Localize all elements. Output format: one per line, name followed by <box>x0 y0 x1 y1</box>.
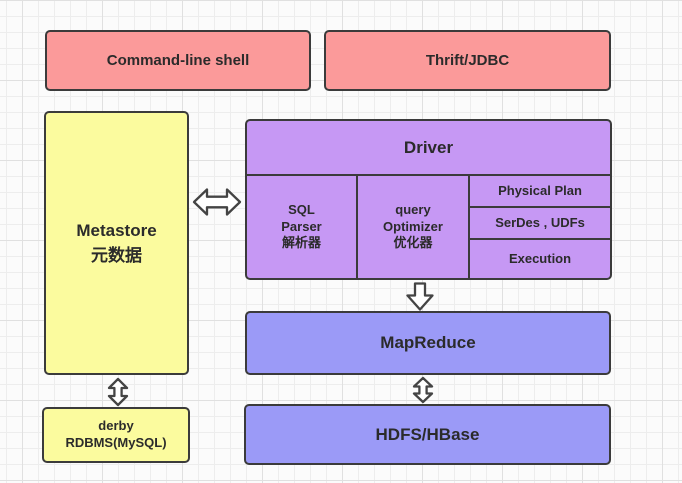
physical-plan-cell: Physical Plan <box>470 176 610 208</box>
command-line-shell-label: Command-line shell <box>106 52 250 69</box>
hdfs-hbase-label: HDFS/HBase <box>375 424 480 444</box>
query-optimizer-line2: Optimizer <box>383 218 443 234</box>
query-optimizer-line3: 优化器 <box>393 235 433 251</box>
query-optimizer-label: query Optimizer 优化器 <box>383 202 443 253</box>
derby-rdbms-box: derby RDBMS(MySQL) <box>42 407 190 463</box>
physical-plan-label: Physical Plan <box>498 182 582 198</box>
hdfs-hbase-box: HDFS/HBase <box>244 404 611 465</box>
thrift-jdbc-box: Thrift/JDBC <box>324 30 611 91</box>
serdes-udfs-cell: SerDes , UDFs <box>470 208 610 240</box>
thrift-jdbc-label: Thrift/JDBC <box>425 52 510 69</box>
metastore-label-line1: Metastore <box>76 220 157 240</box>
execution-cell: Execution <box>470 240 610 278</box>
serdes-udfs-label: SerDes , UDFs <box>495 214 585 230</box>
driver-box: Driver SQL Parser 解析器 query Optimizer 优化… <box>245 119 612 280</box>
metastore-label: Metastore 元数据 <box>76 221 156 266</box>
metastore-driver-double-arrow-icon <box>192 188 242 216</box>
sql-parser-line2: Parser <box>281 218 322 234</box>
execution-label: Execution <box>508 250 572 266</box>
sql-parser-line3: 解析器 <box>281 235 321 251</box>
driver-mapreduce-down-arrow-icon <box>406 282 434 311</box>
driver-title: Driver <box>403 137 454 157</box>
sql-parser-cell: SQL Parser 解析器 <box>247 176 358 278</box>
driver-header: Driver <box>247 121 610 176</box>
mapreduce-box: MapReduce <box>245 311 611 375</box>
command-line-shell-box: Command-line shell <box>45 30 311 91</box>
metastore-derby-double-arrow-icon <box>107 377 129 407</box>
driver-right-column: Physical Plan SerDes , UDFs Execution <box>470 176 610 278</box>
query-optimizer-line1: query <box>395 201 431 217</box>
driver-body: SQL Parser 解析器 query Optimizer 优化器 Physi… <box>247 176 610 278</box>
derby-label-line1: derby <box>98 418 134 434</box>
derby-rdbms-label: derby RDBMS(MySQL) <box>65 418 166 452</box>
sql-parser-line1: SQL <box>288 201 315 217</box>
metastore-label-line2: 元数据 <box>91 245 142 265</box>
query-optimizer-cell: query Optimizer 优化器 <box>358 176 470 278</box>
derby-label-line2: RDBMS(MySQL) <box>65 435 167 450</box>
mapreduce-label: MapReduce <box>380 333 476 352</box>
mapreduce-hdfs-double-arrow-icon <box>412 376 434 404</box>
sql-parser-label: SQL Parser 解析器 <box>281 202 321 253</box>
metastore-box: Metastore 元数据 <box>44 111 189 375</box>
